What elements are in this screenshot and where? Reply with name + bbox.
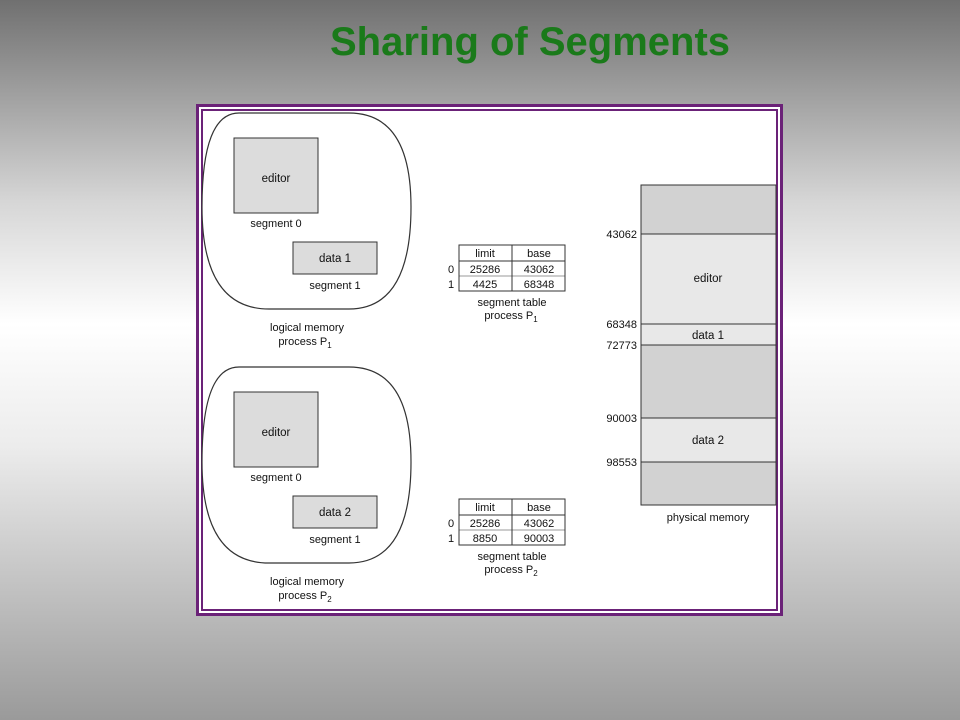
base-value: 43062 (524, 518, 555, 530)
segment-table-process: process P1 (484, 310, 538, 324)
editor-segment-block (233, 137, 319, 214)
logical-memory-p1: editor segment 0 data 1 segment 1 logica… (201, 112, 412, 350)
limit-value: 25286 (470, 264, 501, 276)
row-index: 0 (448, 518, 454, 530)
process-caption: process P1 (278, 336, 332, 350)
base-value: 43062 (524, 264, 555, 276)
segment-label: editor (262, 427, 291, 439)
memory-block-free (640, 344, 777, 419)
row-index: 1 (448, 533, 454, 545)
data-segment-block (292, 495, 378, 529)
logical-memory-caption: logical memory (270, 322, 344, 334)
segment-table-p1: limit base 0 25286 43062 1 4425 68348 se… (448, 244, 566, 324)
limit-value: 4425 (473, 279, 497, 291)
segment-table-p2: limit base 0 25286 43062 1 8850 90003 se… (448, 498, 566, 578)
segment-label: data 2 (319, 507, 351, 519)
memory-block-label: data 2 (692, 435, 724, 447)
segment-table-caption: segment table (477, 551, 546, 563)
data-segment-block (292, 241, 378, 275)
memory-block-free (640, 184, 777, 235)
memory-block-free (640, 461, 777, 506)
segment-sharing-diagram: editor segment 0 data 1 segment 1 logica… (201, 112, 777, 604)
address-label: 98553 (606, 457, 637, 469)
memory-block-label: data 1 (692, 330, 724, 342)
segment-caption: segment 1 (309, 280, 360, 292)
segment-caption: segment 0 (250, 218, 301, 230)
logical-memory-caption: logical memory (270, 576, 344, 588)
memory-block-label: editor (694, 273, 723, 285)
address-label: 43062 (606, 229, 637, 241)
address-label: 90003 (606, 413, 637, 425)
slide-title: Sharing of Segments (329, 20, 731, 64)
editor-segment-block (233, 391, 319, 468)
memory-block-data-2 (640, 417, 777, 463)
limit-value: 25286 (470, 518, 501, 530)
column-header-limit: limit (475, 248, 495, 260)
segment-label: editor (262, 173, 291, 185)
limit-value: 8850 (473, 533, 497, 545)
physical-memory-caption: physical memory (667, 512, 750, 524)
address-label: 72773 (606, 340, 637, 352)
segment-table-process: process P2 (484, 564, 538, 578)
logical-memory-p2: editor segment 0 data 2 segment 1 logica… (201, 366, 412, 604)
segment-caption: segment 0 (250, 472, 301, 484)
process-caption: process P2 (278, 590, 332, 604)
base-value: 68348 (524, 279, 555, 291)
figure-frame: editor segment 0 data 1 segment 1 logica… (196, 104, 783, 616)
column-header-limit: limit (475, 502, 495, 514)
column-header-base: base (527, 502, 551, 514)
address-label: 68348 (606, 319, 637, 331)
column-header-base: base (527, 248, 551, 260)
row-index: 0 (448, 264, 454, 276)
memory-block-editor (640, 233, 777, 325)
segment-label: data 1 (319, 253, 351, 265)
row-index: 1 (448, 279, 454, 291)
segment-table-caption: segment table (477, 297, 546, 309)
physical-memory: editor data 1 data 2 43062 68348 72773 9… (606, 184, 777, 524)
base-value: 90003 (524, 533, 555, 545)
segment-caption: segment 1 (309, 534, 360, 546)
